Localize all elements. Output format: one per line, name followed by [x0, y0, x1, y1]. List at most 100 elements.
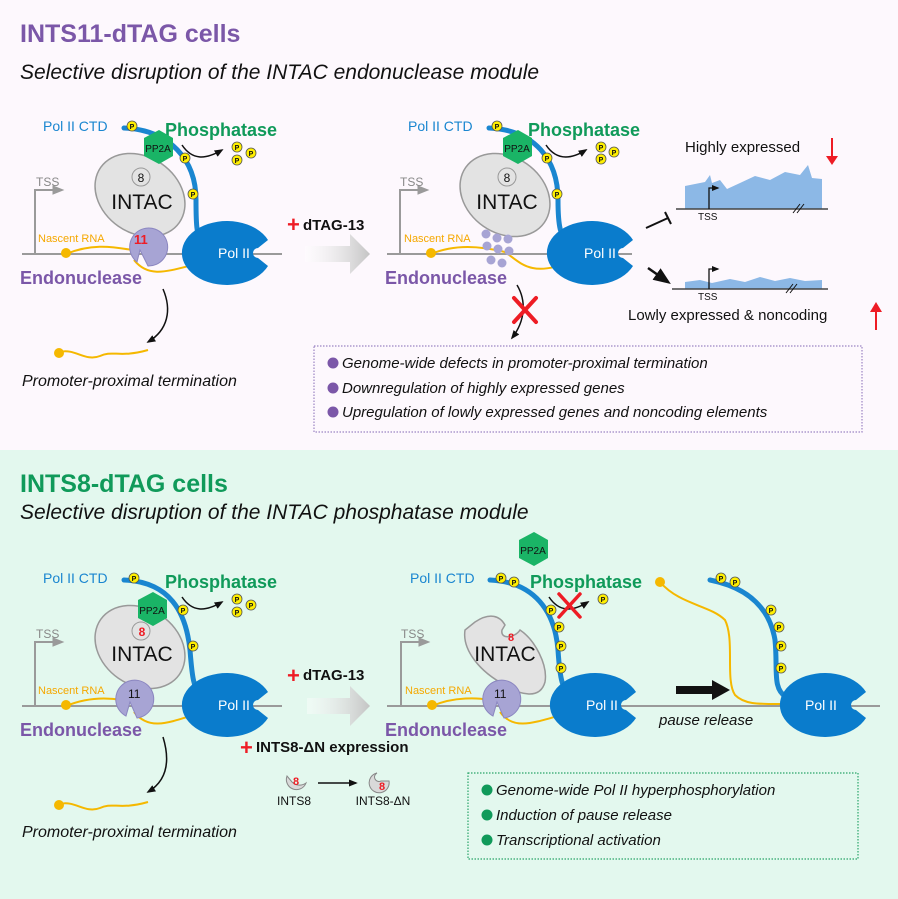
- phospho-label: P: [779, 644, 784, 651]
- phospho-icon: [187, 188, 199, 200]
- nascent-rna-label: Nascent RNA: [404, 233, 471, 245]
- phospho-label: P: [191, 644, 196, 651]
- phospho-label: P: [612, 150, 617, 157]
- summary-item: Genome-wide Pol II hyperphosphorylation: [496, 782, 775, 799]
- endonuclease-label: Endonuclease: [20, 268, 142, 288]
- outcome-label: Promoter-proximal termination: [22, 373, 237, 390]
- polii: [181, 673, 268, 737]
- bullet-icon: [481, 834, 493, 846]
- pause-release-label: pause release: [658, 712, 753, 729]
- degraded-ints11: [481, 229, 514, 268]
- intac-label: INTAC: [474, 643, 535, 666]
- phospho-icon: [775, 662, 787, 674]
- phospho-icon: [553, 621, 565, 633]
- bullet-icon: [481, 809, 493, 821]
- termination-arrow: [146, 288, 169, 343]
- ints8-wt-icon: [285, 775, 308, 791]
- ints11-endonuclease: [129, 227, 169, 267]
- polii: [546, 220, 633, 285]
- tss-label: TSS: [36, 627, 59, 641]
- released-rna-cap: [54, 800, 64, 810]
- ctd-label: Pol II CTD: [408, 118, 473, 134]
- polii-label: Pol II: [584, 245, 616, 261]
- ints8-label: 8: [138, 171, 145, 185]
- phospho-icon: [231, 154, 243, 166]
- intac-label: INTAC: [476, 191, 537, 214]
- phospho-label: P: [779, 666, 784, 673]
- phosphatase-label: Phosphatase: [528, 120, 640, 140]
- phospho-label: P: [130, 124, 135, 131]
- phospho-label: P: [559, 666, 564, 673]
- phospho-label: P: [733, 580, 738, 587]
- released-rna: [59, 801, 149, 811]
- rna-cap: [61, 700, 71, 710]
- polii-label: Pol II: [218, 697, 250, 713]
- summary-item: Induction of pause release: [496, 807, 672, 824]
- phosphatase-label: Phosphatase: [165, 572, 277, 592]
- dephospho-arrow: [545, 144, 588, 158]
- top-subtitle: Selective disruption of the INTAC endonu…: [20, 61, 539, 84]
- top-right-schematic: TSS Pol II CTD Phosphatase INTAC PP2A 8 …: [385, 118, 640, 340]
- ints8-label: 8: [504, 171, 511, 185]
- ints8-label: 8: [139, 625, 146, 639]
- ints11-endonuclease: [482, 679, 522, 719]
- tss-arrow: [34, 185, 65, 254]
- released-polii-label: Pol II: [805, 697, 837, 713]
- ints11-endonuclease: [115, 679, 155, 719]
- treatment-arrow: [307, 686, 370, 726]
- polii-label: Pol II: [586, 697, 618, 713]
- tss-label: TSS: [400, 175, 423, 189]
- phosphatase-label: Phosphatase: [530, 572, 642, 592]
- phospho-icon: [555, 640, 567, 652]
- phospho-icon: [729, 576, 741, 588]
- bullet-icon: [327, 406, 339, 418]
- phospho-label: P: [183, 156, 188, 163]
- phospho-label: P: [545, 156, 550, 163]
- phospho-label: P: [719, 576, 724, 583]
- phospho-label: P: [777, 625, 782, 632]
- phospho-label: P: [235, 610, 240, 617]
- pp2a-hexagon: [144, 130, 173, 164]
- phospho-icon: [773, 621, 785, 633]
- pp2a-hexagon: [138, 592, 167, 626]
- up-arrow-head: [870, 302, 882, 312]
- termination-arrow: [146, 736, 168, 793]
- phosphatase-label: Phosphatase: [165, 120, 277, 140]
- released-ctd-tail: [707, 577, 789, 700]
- endonuclease-label: Endonuclease: [385, 720, 507, 740]
- rna-cap: [61, 248, 71, 258]
- phospho-icon: [231, 606, 243, 618]
- endonuclease-label: Endonuclease: [20, 720, 142, 740]
- bullet-icon: [481, 784, 493, 796]
- polii-label: Pol II: [218, 245, 250, 261]
- phospho-icon: [245, 599, 257, 611]
- summary-item: Downregulation of highly expressed genes: [342, 380, 625, 397]
- top-treatment: + dTAG-13: [287, 212, 370, 274]
- phospho-label: P: [769, 608, 774, 615]
- phospho-icon: [179, 152, 191, 164]
- bottom-summary-box: Genome-wide Pol II hyperphosphorylation …: [467, 772, 859, 860]
- summary-item: Genome-wide defects in promoter-proximal…: [342, 355, 708, 372]
- phospho-label: P: [599, 157, 604, 164]
- break-mark: [785, 283, 798, 294]
- ints11-label: 11: [494, 687, 507, 701]
- treatment-arrow: [305, 234, 370, 274]
- outcome-label: Promoter-proximal termination: [22, 824, 237, 841]
- bullet-icon: [327, 382, 339, 394]
- nascent-rna-label: Nascent RNA: [38, 685, 105, 697]
- intac-complex-truncated: [464, 615, 547, 695]
- phospho-icon: [608, 146, 620, 158]
- phospho-label: P: [549, 608, 554, 615]
- phospho-icon: [231, 141, 243, 153]
- phospho-icon: [245, 147, 257, 159]
- treatment2-label: INTS8-ΔN expression: [256, 739, 409, 756]
- ints8-label: 8: [508, 632, 514, 644]
- phospho-icon: [495, 572, 507, 584]
- phospho-icon: [128, 572, 140, 584]
- top-title: INTS11-dTAG cells: [20, 20, 240, 48]
- pp2a-hexagon: [503, 130, 532, 164]
- intac-label: INTAC: [111, 643, 172, 666]
- bottom-title: INTS8-dTAG cells: [20, 470, 228, 498]
- tss-arrow: [399, 185, 430, 254]
